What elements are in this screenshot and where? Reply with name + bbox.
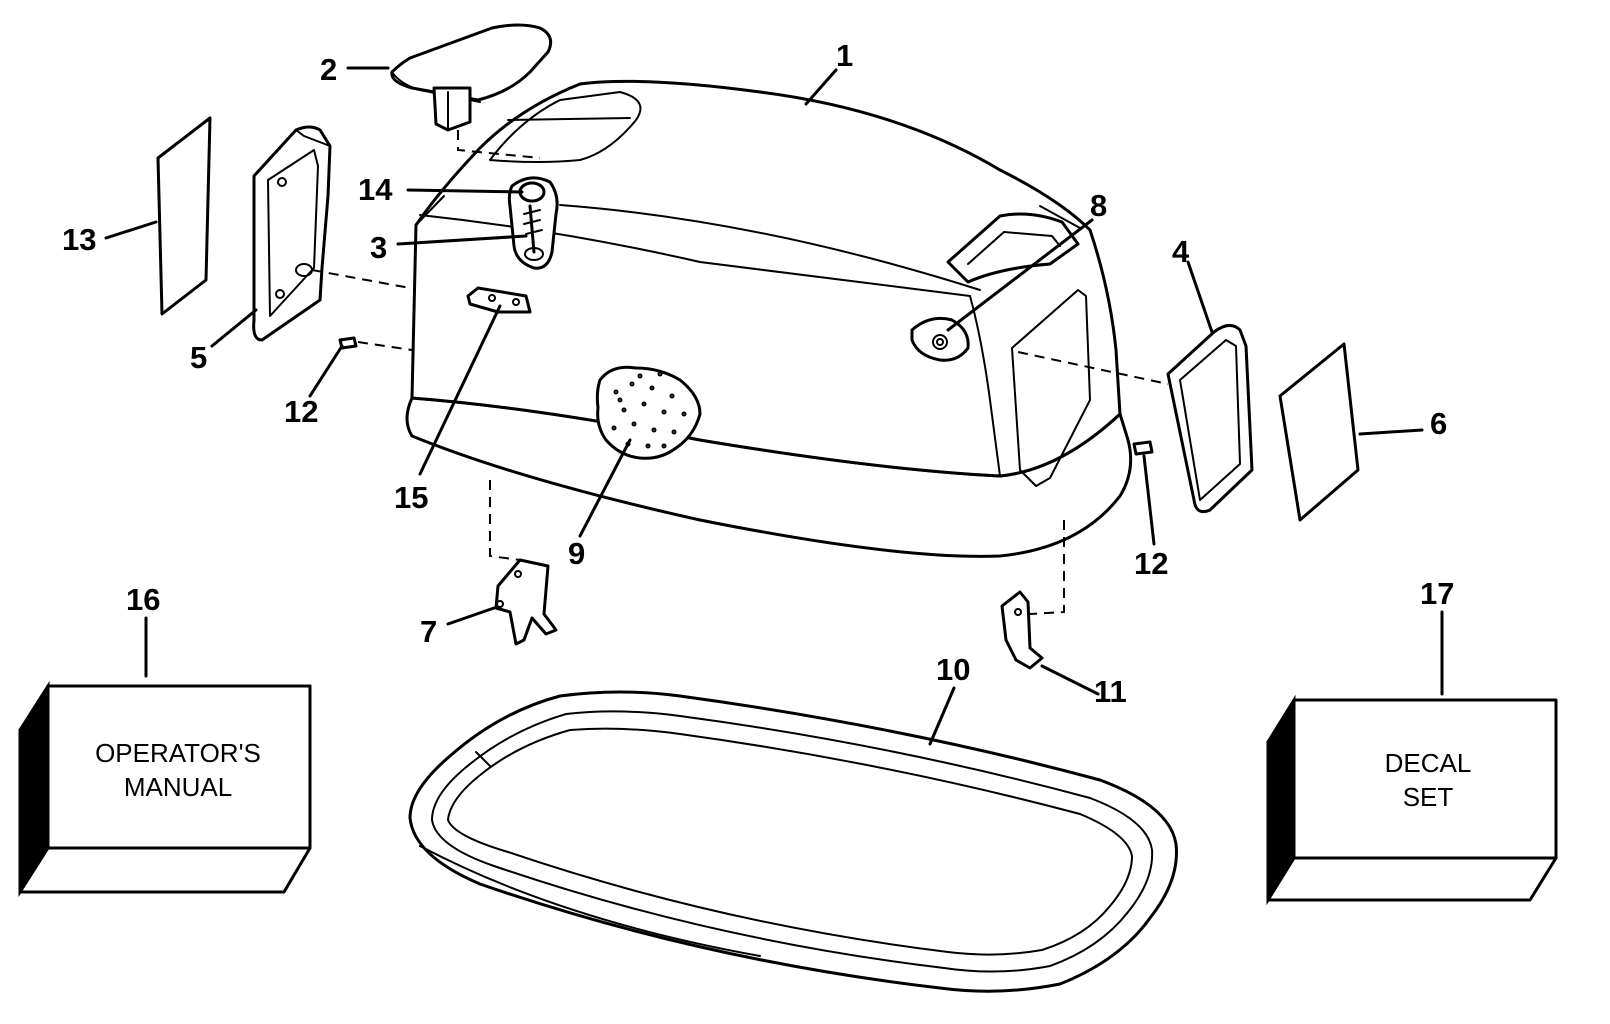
manual-label-line1: OPERATOR'S <box>95 738 261 768</box>
mount-bracket-part-11 <box>1000 520 1065 670</box>
leader-lines <box>104 66 1444 746</box>
callout-10: 10 <box>936 652 970 687</box>
callout-4: 4 <box>1172 234 1190 269</box>
decal-label-line1: DECAL <box>1385 748 1472 778</box>
callout-9: 9 <box>568 536 585 571</box>
callout-12-left: 12 <box>284 394 318 429</box>
callout-16: 16 <box>126 582 160 617</box>
screw-part-12-left <box>338 336 413 351</box>
latch-cap-part-2 <box>390 23 553 159</box>
callout-17: 17 <box>1420 576 1454 611</box>
frame-part-5 <box>252 125 411 342</box>
latch-bolt-part-3-14 <box>507 176 559 270</box>
decal-plate-part-6 <box>1278 342 1360 522</box>
foam-pad-part-9 <box>595 365 702 460</box>
callout-2: 2 <box>320 52 337 87</box>
callout-11: 11 <box>1094 674 1127 709</box>
decal-plate-part-13 <box>156 116 212 316</box>
callout-6: 6 <box>1430 406 1447 441</box>
screw-part-12-right <box>1132 440 1154 456</box>
decal-label-line2: SET <box>1403 782 1454 812</box>
callout-labels: 1 2 3 4 5 6 7 8 9 10 11 12 12 13 14 15 1… <box>62 38 1454 709</box>
callout-7: 7 <box>420 614 437 649</box>
callout-5: 5 <box>190 340 207 375</box>
bracket-part-15 <box>466 286 532 314</box>
frame-part-4 <box>1017 324 1254 514</box>
callout-12-right: 12 <box>1134 546 1168 581</box>
decal-set-box-part-17: DECAL SET <box>1266 694 1558 906</box>
callout-13: 13 <box>62 222 96 257</box>
mount-bracket-part-7 <box>489 480 558 646</box>
callout-3: 3 <box>370 230 387 265</box>
seal-ring-part-10 <box>408 690 1178 993</box>
callout-14: 14 <box>358 172 393 207</box>
callout-15: 15 <box>394 480 428 515</box>
latch-part-8 <box>910 316 970 362</box>
callout-8: 8 <box>1090 188 1107 223</box>
motor-cover-part-1 <box>405 79 1133 558</box>
callout-1: 1 <box>836 38 853 73</box>
manual-label-line2: MANUAL <box>124 772 232 802</box>
operators-manual-box-part-16: OPERATOR'S MANUAL <box>18 680 312 898</box>
